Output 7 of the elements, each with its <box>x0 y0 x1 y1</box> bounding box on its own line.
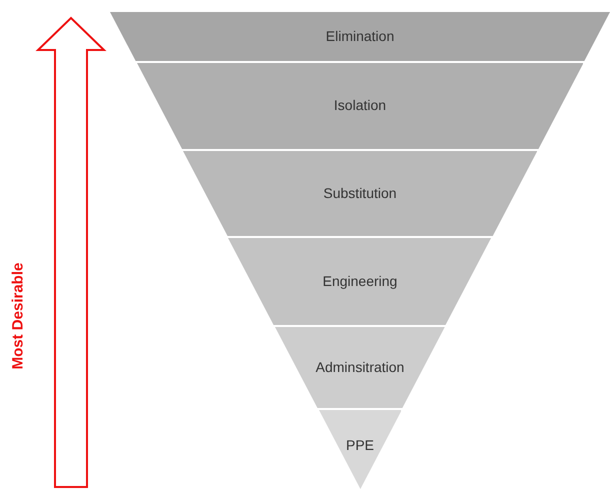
level-label: Elimination <box>326 28 394 44</box>
level-label: PPE <box>346 436 374 453</box>
level-label: Isolation <box>334 97 386 113</box>
level-label: Engineering <box>322 272 398 288</box>
level-label: Substitution <box>323 184 397 200</box>
level-label: Adminsitration <box>316 358 404 374</box>
axis-label: Most Desirable <box>10 262 26 370</box>
